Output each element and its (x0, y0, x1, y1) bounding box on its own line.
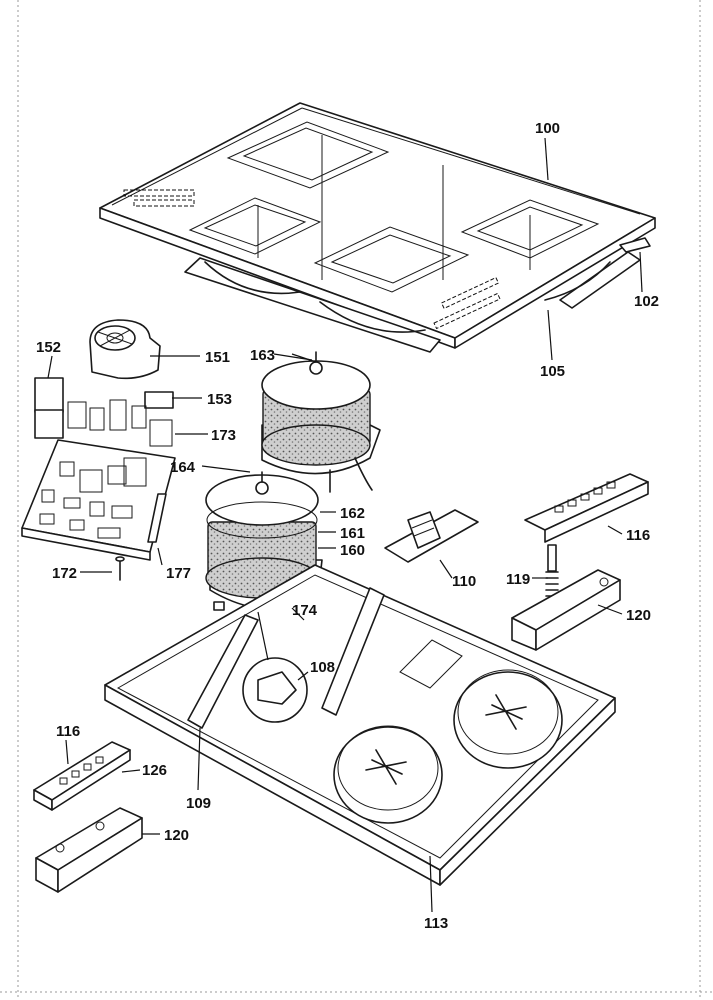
label-173: 173 (211, 427, 236, 444)
screw (115, 556, 125, 581)
label-120-left: 120 (164, 827, 189, 844)
label-172: 172 (52, 565, 77, 582)
label-116-right: 116 (626, 527, 650, 544)
label-151: 151 (205, 349, 230, 366)
cable-tie (147, 493, 167, 543)
label-152: 152 (36, 339, 61, 356)
control-keypad-right (524, 473, 649, 543)
alignment-lines (257, 135, 531, 280)
label-110: 110 (452, 573, 476, 590)
glass-cooktop-top (99, 102, 656, 349)
label-120-right: 120 (626, 607, 651, 624)
terminal-board (384, 509, 479, 563)
label-163: 163 (250, 347, 275, 364)
label-177: 177 (166, 565, 191, 582)
label-108: 108 (310, 659, 335, 676)
spring (545, 544, 559, 597)
bottom-housing (104, 564, 616, 886)
label-109: 109 (186, 795, 211, 812)
label-160: 160 (340, 542, 365, 559)
control-dots-right (433, 276, 501, 330)
label-102: 102 (634, 293, 659, 310)
clip-102 (619, 237, 651, 253)
installed-burner-right (453, 669, 563, 769)
label-162: 162 (340, 505, 365, 522)
label-174: 174 (292, 602, 318, 619)
label-116-left: 116 (56, 723, 80, 740)
control-circuit-board (21, 377, 176, 561)
blower-fan (89, 319, 161, 380)
installed-burner-left (333, 725, 443, 824)
heating-element-rear (261, 351, 381, 493)
label-161: 161 (340, 525, 365, 542)
label-113: 113 (424, 915, 448, 932)
control-keypad-left (33, 741, 131, 811)
label-126: 126 (142, 762, 167, 779)
trim-frame (184, 237, 651, 353)
label-100: 100 (535, 120, 560, 137)
control-dots-left (123, 189, 195, 207)
label-153: 153 (207, 391, 232, 408)
heating-element-front (205, 471, 323, 623)
label-105: 105 (540, 363, 565, 380)
label-119: 119 (506, 571, 530, 588)
part-labels: 100 102 105 152 151 153 173 163 164 162 … (36, 120, 659, 932)
label-164: 164 (170, 459, 196, 476)
leader-lines (47, 137, 643, 913)
mounting-bracket-left (35, 807, 143, 893)
detail-magnifier (242, 611, 308, 723)
mounting-bracket-right (511, 569, 621, 651)
